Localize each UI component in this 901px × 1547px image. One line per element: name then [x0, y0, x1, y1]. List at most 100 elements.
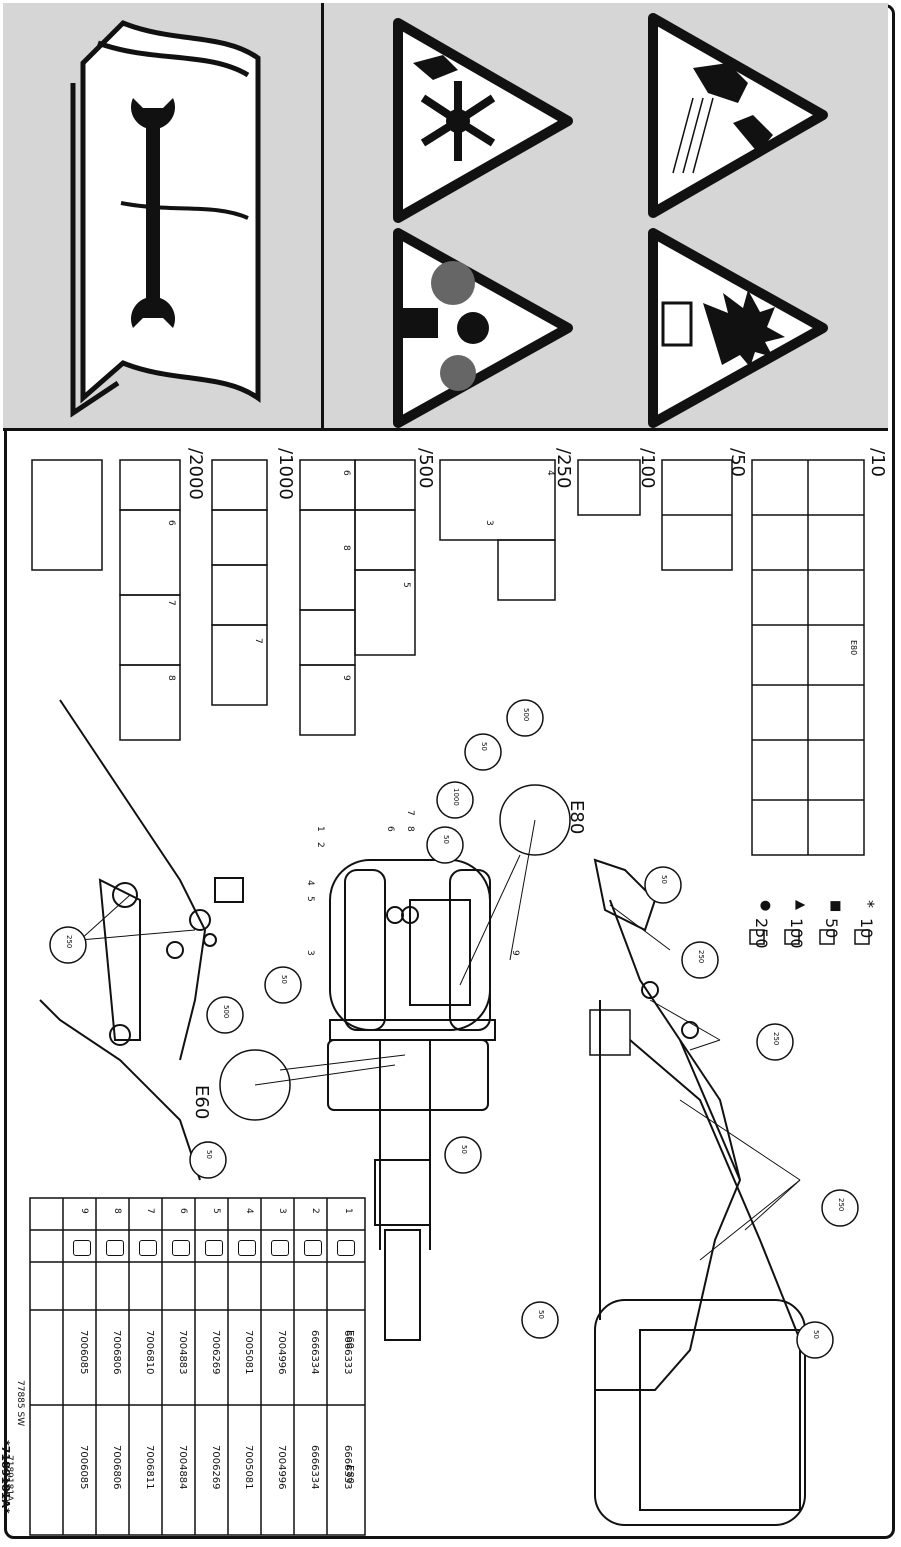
table-cell-e80: 7006085	[78, 1445, 89, 1490]
legend-symbol: *	[859, 900, 878, 908]
table-row-number: 1	[343, 1208, 353, 1214]
diagram-number: 3	[305, 950, 315, 956]
table-cell-e80: 7004996	[276, 1445, 287, 1490]
oil-filter-icon	[271, 1240, 289, 1256]
callout-value: 50	[812, 1330, 820, 1339]
circled-number: 6	[341, 470, 351, 476]
circled-number: 8	[166, 675, 176, 681]
legend-symbol: ●	[758, 900, 773, 912]
boom-detail	[39, 699, 244, 1181]
table-cell-e80: 7006811	[144, 1445, 155, 1490]
e60-zoom-circle	[219, 1049, 291, 1121]
table-row-number: 2	[310, 1208, 320, 1214]
table-row-number: 8	[112, 1208, 122, 1214]
fuel-filter-icon	[172, 1240, 190, 1256]
legend-value: 250	[752, 918, 771, 949]
interval-label: /2000	[185, 448, 206, 500]
callout-value: 500	[522, 708, 530, 722]
table-row-number: 6	[178, 1208, 188, 1214]
table-cell-e80: 7005081	[243, 1445, 254, 1490]
warning-pictograms	[70, 13, 828, 428]
diagram-number: 1	[315, 826, 325, 832]
diagram-number: 8	[405, 826, 415, 832]
table-cell-e60: 7006085	[78, 1330, 89, 1375]
table-cell-e60: 7004883	[177, 1330, 188, 1375]
circled-number: 9	[341, 675, 351, 681]
battery-explosion-hazard-icon	[648, 228, 828, 428]
table-cell-e80: 6666334	[309, 1445, 320, 1490]
fan-icon	[73, 1240, 91, 1256]
callout-value: 50	[442, 835, 450, 844]
water-separator-icon	[106, 1240, 124, 1256]
circled-number: 8	[341, 545, 351, 551]
table-cell-e60: 7005081	[243, 1330, 254, 1375]
e80-side-view	[593, 858, 806, 1526]
callout-value: 50	[280, 975, 288, 984]
circled-number: 5	[401, 582, 411, 588]
legend-value: 10	[857, 918, 876, 939]
diagram-number: 6	[385, 826, 395, 832]
callout-value: 250	[697, 950, 705, 964]
fan-hazard-icon	[393, 18, 573, 223]
parts-table-grid	[29, 1197, 366, 1536]
callout-value: 50	[480, 742, 488, 751]
interval-label: /50	[727, 448, 748, 477]
table-row-number: 5	[211, 1208, 221, 1214]
interval-label: /10	[867, 448, 888, 477]
diagram-number: 9	[510, 950, 520, 956]
table-row-number: 3	[277, 1208, 287, 1214]
table-cell-e80: 7004884	[177, 1445, 188, 1490]
legend-value: 100	[787, 918, 806, 949]
circled-number: 6	[166, 520, 176, 526]
table-cell-e60: 7006806	[111, 1330, 122, 1375]
oil-refill-icon	[337, 1240, 355, 1256]
model-label-e80-small: E80	[849, 640, 858, 656]
hydraulic-filter-icon	[238, 1240, 256, 1256]
diagram-number: 5	[305, 896, 315, 902]
interval-chart-boxes	[31, 459, 865, 856]
circled-number: 7	[253, 638, 263, 644]
table-cell-e80: 6666333	[342, 1445, 353, 1490]
interval-label: /1000	[275, 448, 296, 500]
band-divider	[321, 3, 324, 428]
table-row-number: 9	[79, 1208, 89, 1214]
barcode-text: *7189181A*	[0, 1440, 12, 1514]
circled-number: 7	[166, 600, 176, 606]
table-cell-e60: 6666333	[342, 1330, 353, 1375]
table-cell-e80: 7006806	[111, 1445, 122, 1490]
model-label-e80: E80	[566, 800, 587, 835]
callout-value: 250	[772, 1032, 780, 1046]
callout-value: 1000	[452, 788, 460, 806]
crush-hazard-icon	[393, 228, 573, 428]
legend-symbol: ▲	[793, 900, 808, 910]
interval-label: /250	[553, 448, 574, 489]
table-cell-e60: 7006810	[144, 1330, 155, 1375]
circled-number: 4	[545, 470, 555, 476]
circled-number: 3	[484, 520, 494, 526]
legend-symbol: ■	[828, 900, 843, 913]
warning-band	[3, 3, 888, 431]
pressure-spray-hazard-icon	[648, 13, 828, 218]
legend-boxes	[589, 929, 870, 1056]
diagram-number: 2	[315, 842, 325, 848]
callout-value: 50	[537, 1310, 545, 1319]
callout-value: 50	[205, 1150, 213, 1159]
table-cell-e60: 6666334	[309, 1330, 320, 1375]
diagram-number: 7	[405, 810, 415, 816]
fuel-tank-icon	[139, 1240, 157, 1256]
callout-value: 250	[65, 935, 73, 949]
legend-value: 50	[822, 918, 841, 939]
table-cell-e60: 7006269	[210, 1330, 221, 1375]
e80-zoom-circle	[499, 784, 571, 856]
interval-label: /500	[415, 448, 436, 489]
table-row-number: 7	[145, 1208, 155, 1214]
table-cell-e80: 7006269	[210, 1445, 221, 1490]
interval-label: /100	[637, 448, 658, 489]
table-row-number: 4	[244, 1208, 254, 1214]
callout-value: 50	[660, 875, 668, 884]
callout-value: 500	[222, 1005, 230, 1019]
service-manual-icon	[70, 20, 261, 418]
diagram-number: 4	[305, 880, 315, 886]
doc-ref: 77885 SW	[15, 1380, 25, 1427]
